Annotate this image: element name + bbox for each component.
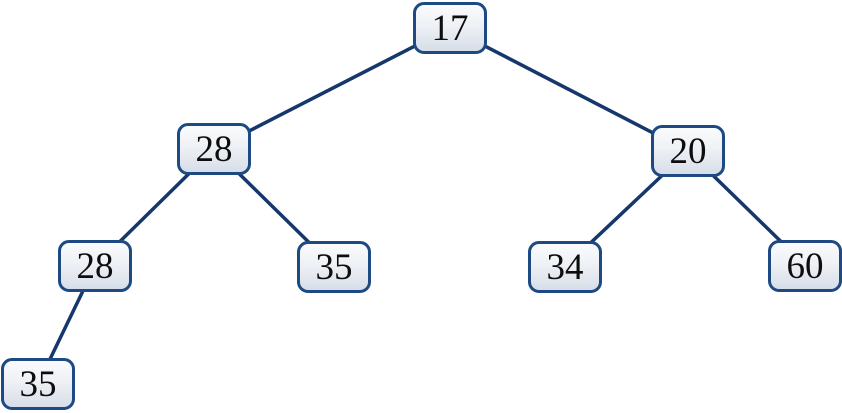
tree-node-l-28: 28 (177, 123, 251, 175)
tree-node-lr-35: 35 (297, 241, 371, 293)
tree-node-ll-28: 28 (58, 240, 132, 292)
tree-edge-root-l (213, 26, 451, 151)
tree-node-r-20: 20 (651, 125, 725, 177)
tree-edge-root-r (449, 26, 689, 153)
tree-node-rl-34: 34 (528, 241, 602, 293)
tree-node-root-17: 17 (413, 2, 487, 54)
tree-node-lll-35: 35 (1, 358, 75, 410)
tree-node-rr-60: 60 (768, 240, 842, 292)
